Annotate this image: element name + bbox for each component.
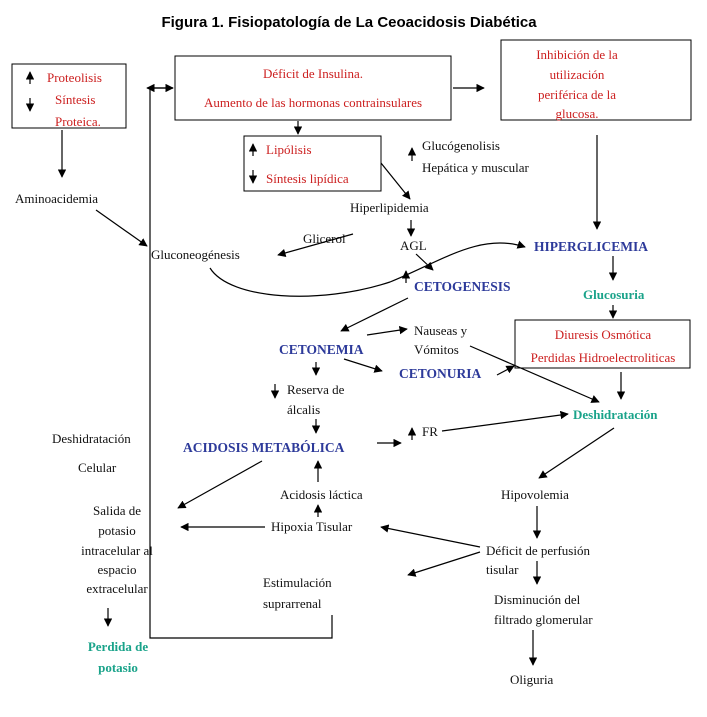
arrow-nauseas-to-deshidratacion: [469, 345, 600, 403]
node-glicerol: Glicerol: [303, 231, 346, 246]
curve-gluconeogenesis-to-hiperglicemia: [209, 240, 526, 297]
arrow-lipolisis-to-hiperlipidemia: [380, 162, 411, 200]
node-deficit-perfusion-1: Déficit de perfusión: [486, 543, 590, 558]
node-deshidratacion-celular-2: Celular: [78, 460, 117, 475]
node-salida-2: potasio: [98, 523, 136, 538]
arrow-perfusion-to-hipoxia: [380, 524, 481, 548]
node-proteica: Proteica.: [55, 114, 101, 129]
arrow-perfusion-to-estimulacion: [407, 551, 481, 577]
node-perdida-potasio-2: potasio: [98, 660, 138, 675]
node-deshidratacion: Deshidratación: [573, 407, 658, 422]
arrow-agl-to-cetogenesis: [415, 253, 434, 271]
node-deshidratacion-celular-1: Deshidratación: [52, 431, 131, 446]
arrow-cetogenesis-to-cetonemia: [340, 297, 409, 332]
node-lipolisis: Lipólisis: [266, 142, 312, 157]
node-perdida-potasio-1: Perdida de: [88, 639, 149, 654]
node-oliguria: Oliguria: [510, 672, 554, 687]
node-agl: AGL: [400, 238, 427, 253]
node-glucogenolisis: Glucógenolisis: [422, 138, 500, 153]
arrow-aminoacidemia-to-gluconeogenesis: [95, 209, 148, 247]
node-estimulacion-2: suprarrenal: [263, 596, 322, 611]
node-hiperlipidemia: Hiperlipidemia: [350, 200, 429, 215]
arrow-acidosis-to-salida: [177, 460, 263, 509]
node-deficit-insulina: Déficit de Insulina.: [263, 66, 363, 81]
node-hepatica: Hepática y muscular: [422, 160, 530, 175]
node-inhibicion-4: glucosa.: [556, 106, 599, 121]
node-cetonuria: CETONURIA: [399, 366, 482, 381]
proteolisis-box: [11, 63, 127, 129]
node-salida-4: espacio: [98, 562, 137, 577]
arrow-cetonuria-to-diuresis: [496, 365, 515, 376]
node-salida-5: extracelular: [86, 581, 148, 596]
node-inhibicion-1: Inhibición de la: [536, 47, 618, 62]
node-aminoacidemia: Aminoacidemia: [15, 191, 98, 206]
node-inhibicion-3: periférica de la: [538, 87, 616, 102]
deficit-insulina-box: [174, 55, 452, 121]
node-hiperglicemia: HIPERGLICEMIA: [534, 239, 648, 254]
node-reserva: Reserva de: [287, 382, 345, 397]
node-hipoxia: Hipoxia Tisular: [271, 519, 353, 534]
node-sintesis-lipidica: Síntesis lipídica: [266, 171, 349, 186]
node-gluconeogenesis: Gluconeogénesis: [151, 247, 240, 262]
node-alcalis: álcalis: [287, 402, 320, 417]
node-perdidas: Perdidas Hidroelectroliticas: [531, 350, 676, 365]
node-estimulacion-1: Estimulación: [263, 575, 332, 590]
node-sintesis: Síntesis: [55, 92, 95, 107]
node-diuresis: Diuresis Osmótica: [555, 327, 652, 342]
node-cetogenesis: CETOGENESIS: [414, 279, 511, 294]
node-acidosis-lactica: Acidosis láctica: [280, 487, 363, 502]
node-acidosis-metabolica: ACIDOSIS METABÓLICA: [183, 440, 345, 455]
node-aumento-hormonas: Aumento de las hormonas contrainsulares: [204, 95, 422, 110]
arrow-glicerol-to-gluconeogenesis: [277, 233, 354, 258]
arrow-cetonemia-to-nauseas: [366, 325, 408, 336]
node-proteolisis: Proteolisis: [47, 70, 102, 85]
node-nauseas: Nauseas y: [414, 323, 468, 338]
diuresis-box: [514, 319, 691, 369]
node-disminucion-2: filtrado glomerular: [494, 612, 593, 627]
node-glucosuria: Glucosuria: [583, 287, 645, 302]
node-vomitos: Vómitos: [414, 342, 459, 357]
arrow-deshidratacion-to-hipovolemia: [538, 427, 615, 479]
node-inhibicion-2: utilización: [550, 67, 605, 82]
node-salida-1: Salida de: [93, 503, 141, 518]
arrow-fr-to-deshidratacion: [441, 410, 569, 432]
node-cetonemia: CETONEMIA: [279, 342, 364, 357]
node-disminucion-1: Disminución del: [494, 592, 581, 607]
node-salida-3: intracelular al: [81, 543, 153, 558]
figure-title: Figura 1. Fisiopatología de La Ceoacidos…: [161, 14, 537, 31]
feedback-loop-estimulacion-to-deficit: [149, 83, 333, 639]
inhibicion-glucosa-box: [500, 39, 692, 121]
node-deficit-perfusion-2: tisular: [486, 562, 519, 577]
node-fr: FR: [422, 424, 438, 439]
arrow-cetonemia-to-cetonuria: [343, 358, 383, 373]
node-hipovolemia: Hipovolemia: [501, 487, 569, 502]
